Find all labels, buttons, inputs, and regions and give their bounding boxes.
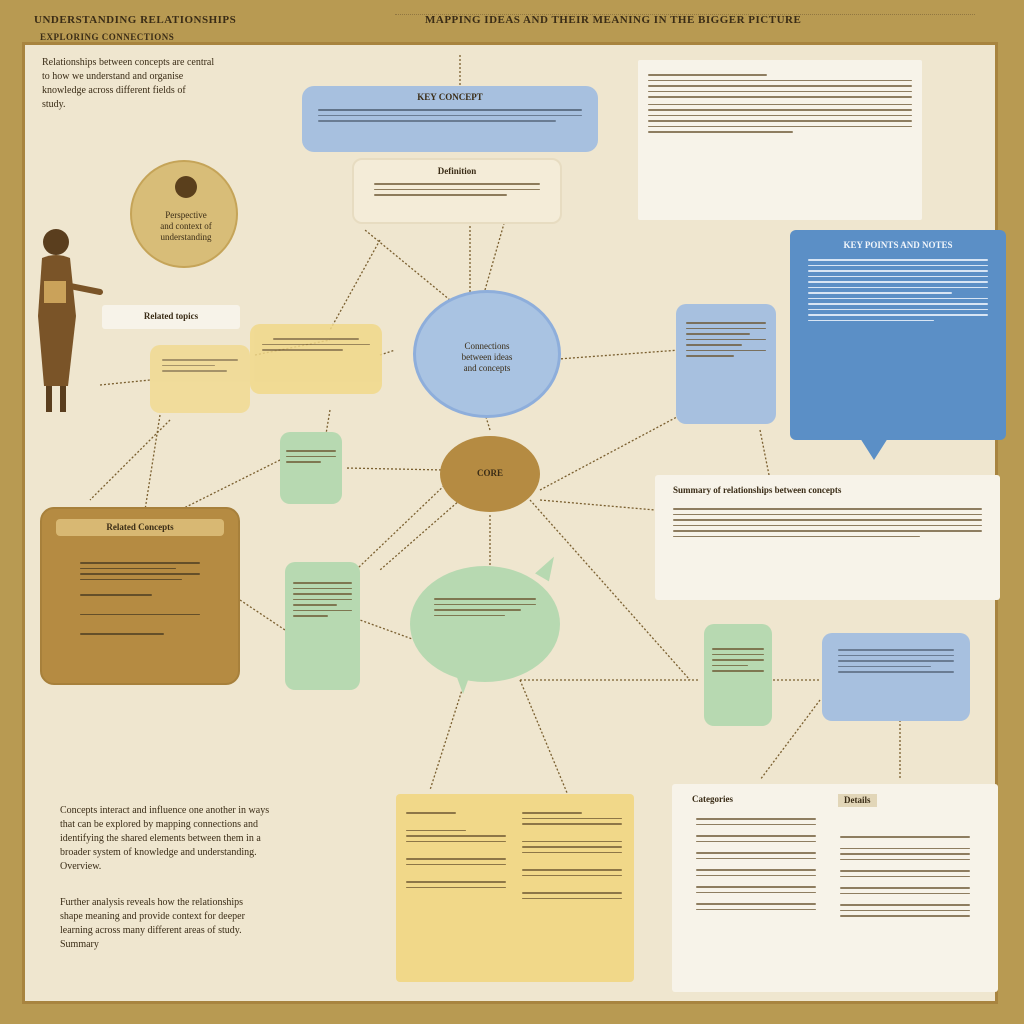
table-col-2-header: Details	[838, 794, 877, 807]
key-concept-title: KEY CONCEPT	[417, 92, 483, 102]
bottom-p1-line-2: that can be explored by mapping connecti…	[60, 819, 258, 830]
intro-line-4: study.	[42, 99, 66, 110]
yellow-note-left[interactable]	[150, 345, 250, 413]
intro-text: Relationships between concepts are centr…	[42, 56, 242, 112]
bottom-p1-line-5: Overview.	[60, 861, 102, 872]
bottom-paragraph-1: Concepts interact and influence one anot…	[60, 804, 372, 874]
core-node-label: CORE	[476, 468, 503, 478]
related-topics-label: Related topics	[102, 305, 240, 329]
right-header-title: MAPPING IDEAS AND THEIR MEANING IN THE B…	[425, 14, 802, 26]
header-rule	[395, 14, 975, 15]
callout-tail	[860, 438, 888, 460]
intro-line-2: to how we understand and organise	[42, 71, 184, 82]
medallion-emblem-icon	[175, 176, 197, 198]
medallion-line-3: understanding	[160, 232, 212, 242]
related-concepts-header: Related Concepts	[56, 519, 224, 536]
summary-text-box: Summary of relationships between concept…	[655, 475, 1000, 600]
bubble-tail-bottom	[455, 672, 471, 694]
bottom-p2-line-3: learning across many different areas of …	[60, 925, 242, 936]
bottom-p2-line-4: Summary	[60, 939, 99, 950]
bottom-paragraph-2: Further analysis reveals how the relatio…	[60, 896, 372, 952]
categories-table: Categories Details	[672, 784, 998, 992]
key-points-title: KEY POINTS AND NOTES	[843, 240, 953, 250]
intro-line-1: Relationships between concepts are centr…	[42, 57, 215, 68]
connections-circle[interactable]: Connections between ideas and concepts	[413, 290, 561, 418]
related-concepts-title: Related Concepts	[106, 522, 174, 532]
bottom-p1-line-1: Concepts interact and influence one anot…	[60, 805, 270, 816]
bottom-p1-line-3: identifying the shared elements between …	[60, 833, 261, 844]
key-points-callout[interactable]: KEY POINTS AND NOTES	[790, 230, 1006, 440]
left-header-subtitle: EXPLORING CONNECTIONS	[40, 32, 175, 42]
core-node[interactable]: CORE	[440, 436, 540, 512]
blue-circle-line-3: and concepts	[463, 363, 511, 373]
medallion-line-2: and context of	[160, 221, 212, 231]
bottom-p1-line-4: broader system of knowledge and understa…	[60, 847, 257, 858]
person-figure-icon	[38, 229, 103, 412]
related-topics-text: Related topics	[143, 311, 199, 321]
key-concept-box[interactable]: KEY CONCEPT	[302, 86, 598, 152]
bottom-p2-line-1: Further analysis reveals how the relatio…	[60, 897, 244, 908]
blue-note-right[interactable]	[676, 304, 776, 424]
green-thought-bubble[interactable]	[410, 566, 560, 682]
blue-circle-line-2: between ideas	[461, 352, 513, 362]
definition-box[interactable]: Definition	[352, 158, 562, 224]
green-note-a[interactable]	[280, 432, 342, 504]
blue-note-lower[interactable]	[822, 633, 970, 721]
yellow-note-middle[interactable]	[250, 324, 382, 394]
top-right-text-panel	[638, 60, 922, 220]
bottom-p2-line-2: shape meaning and provide context for de…	[60, 911, 245, 922]
blue-circle-line-1: Connections	[464, 341, 510, 351]
perspective-medallion: Perspective and context of understanding	[130, 160, 238, 268]
medallion-line-1: Perspective	[165, 210, 207, 220]
left-header-title: UNDERSTANDING RELATIONSHIPS	[34, 14, 237, 26]
green-note-b[interactable]	[285, 562, 360, 690]
green-note-right[interactable]	[704, 624, 772, 726]
summary-title: Summary of relationships between concept…	[673, 485, 842, 495]
related-concepts-box[interactable]: Related Concepts	[40, 507, 240, 685]
intro-line-3: knowledge across different fields of	[42, 85, 186, 96]
table-col-1-header: Categories	[692, 794, 733, 804]
definition-title: Definition	[437, 166, 477, 176]
yellow-detail-box[interactable]	[396, 794, 634, 982]
